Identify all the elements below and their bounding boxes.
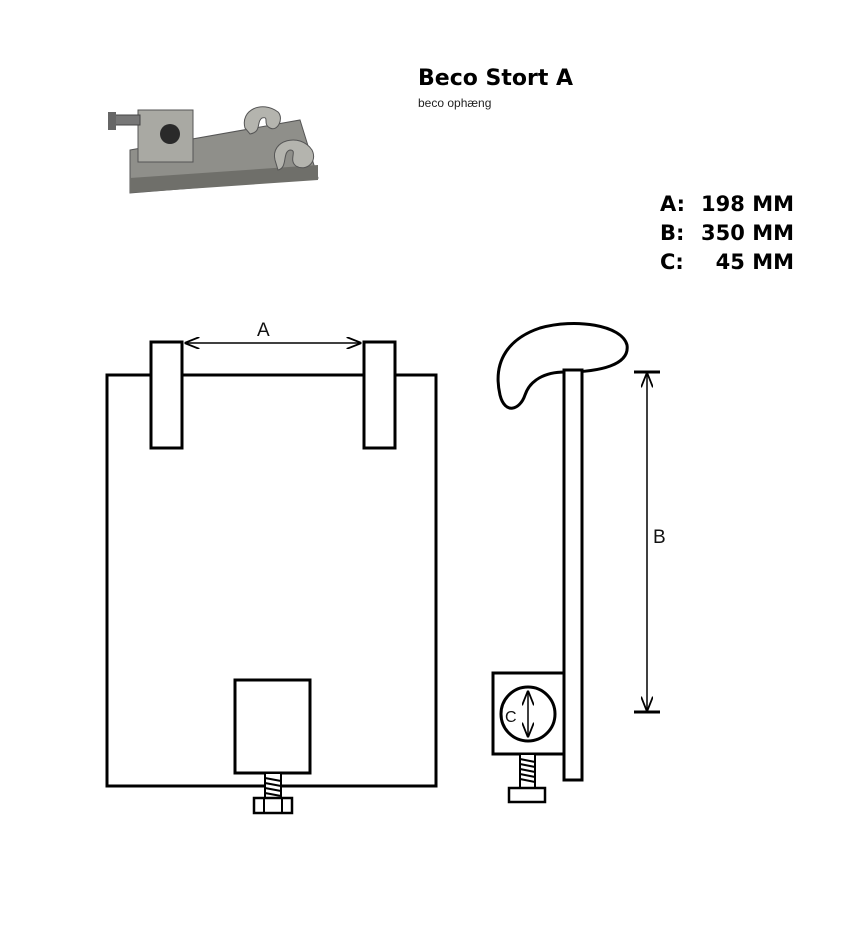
spec-value: 198 MM	[701, 192, 794, 216]
page-title: Beco Stort A	[418, 66, 574, 91]
front-tab-right	[362, 340, 397, 450]
spec-value: 350 MM	[701, 221, 794, 245]
spec-key: B:	[660, 221, 685, 245]
spec-value: 45 MM	[715, 250, 794, 274]
front-clamp-block	[233, 678, 312, 775]
side-bolt	[507, 753, 547, 804]
label-b: B	[653, 527, 666, 548]
label-a: A	[257, 320, 270, 341]
spec-key: C:	[660, 250, 684, 274]
spec-row-b: B: 350 MM	[660, 219, 794, 248]
spec-row-c: C: 45 MM	[660, 248, 794, 277]
side-clamp-hole	[499, 685, 557, 743]
side-bar	[562, 368, 584, 782]
spec-row-a: A: 198 MM	[660, 190, 794, 219]
spec-list: A: 198 MM B: 350 MM C: 45 MM	[660, 190, 794, 277]
front-tab-left	[149, 340, 184, 450]
page-subtitle: beco ophæng	[418, 96, 492, 110]
front-bolt	[252, 772, 294, 815]
dimension-b	[634, 370, 660, 714]
label-c: C	[505, 709, 517, 726]
side-hook	[496, 322, 629, 410]
bracket-photo	[108, 106, 319, 194]
spec-key: A:	[660, 192, 686, 216]
